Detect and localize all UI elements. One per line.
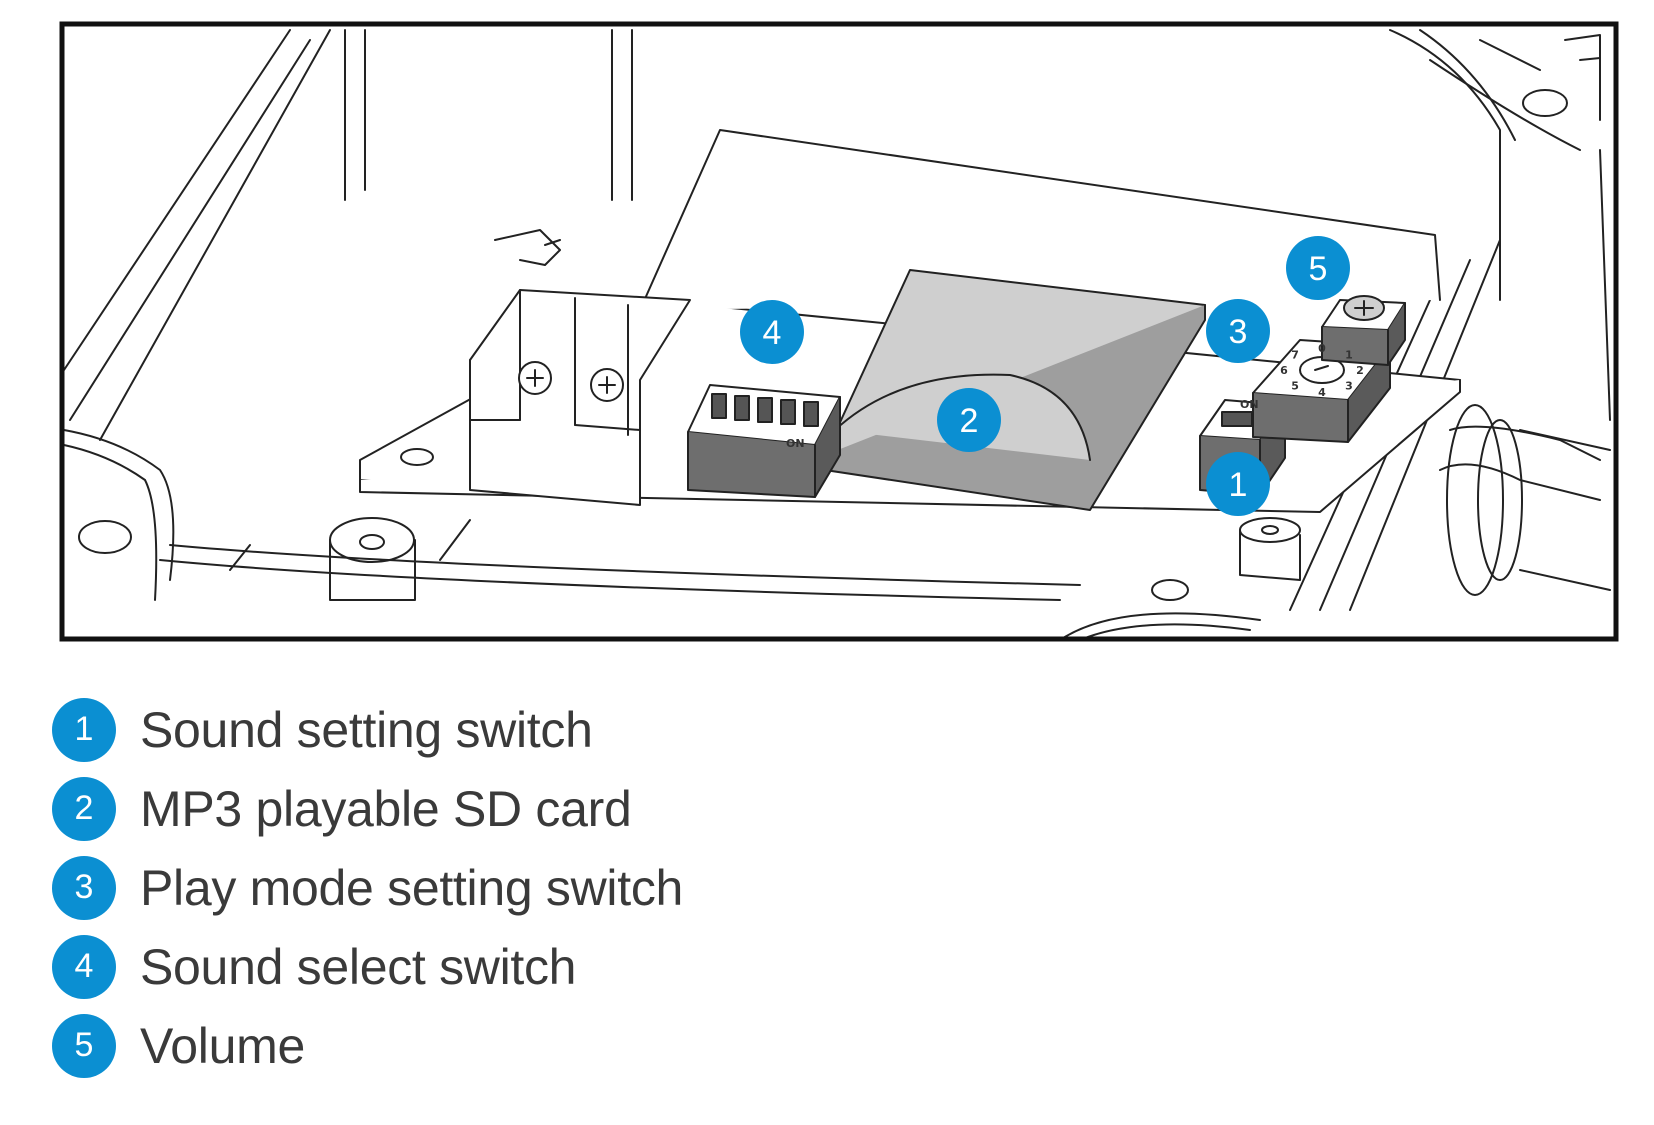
callout-badge-4: 4: [740, 300, 804, 364]
callout-badge-1: 1: [1206, 452, 1270, 516]
legend-badge: 5: [52, 1013, 116, 1078]
rotary-digit: 2: [1356, 364, 1364, 377]
terminal-block: [469, 229, 691, 506]
rotary-digit: 5: [1291, 380, 1299, 393]
dip1-on-marking: ON: [1240, 398, 1259, 411]
svg-text:4: 4: [763, 314, 782, 352]
dip-switch-sound-select: [687, 384, 841, 498]
legend-badge: 1: [52, 697, 116, 762]
legend-label: Sound select switch: [140, 938, 577, 995]
svg-text:5: 5: [1309, 250, 1328, 288]
diagram-frame: [59, 21, 1619, 642]
svg-text:1: 1: [1229, 466, 1248, 504]
legend-label: Play mode setting switch: [140, 859, 684, 916]
callout-badge-5: 5: [1286, 236, 1350, 300]
legend-item-2: 2 MP3 playable SD card: [52, 769, 683, 848]
svg-text:2: 2: [960, 402, 979, 440]
volume-potentiometer: [1321, 295, 1406, 366]
legend-label: Volume: [140, 1017, 305, 1074]
rotary-digit: 3: [1345, 380, 1353, 393]
dip-on-marking: ON: [786, 437, 805, 450]
rotary-digit: 6: [1280, 364, 1288, 377]
legend-badge: 3: [52, 855, 116, 920]
callout-badge-2: 2: [937, 388, 1001, 452]
rotary-digit: 7: [1291, 348, 1299, 361]
sd-card: [824, 269, 1206, 511]
legend-item-5: 5 Volume: [52, 1006, 683, 1085]
legend-label: Sound setting switch: [140, 701, 593, 758]
svg-text:3: 3: [1229, 313, 1248, 351]
callout-badge-3: 3: [1206, 299, 1270, 363]
pcb-standoff: [1239, 517, 1301, 581]
legend: 1 Sound setting switch 2 MP3 playable SD…: [52, 690, 683, 1085]
legend-item-4: 4 Sound select switch: [52, 927, 683, 1006]
rotary-digit: 1: [1345, 348, 1353, 361]
enclosure-body: [63, 29, 1611, 641]
legend-label: MP3 playable SD card: [140, 780, 632, 837]
legend-item-1: 1 Sound setting switch: [52, 690, 683, 769]
rotary-digit: 0: [1318, 342, 1326, 355]
rotary-digit: 4: [1318, 386, 1326, 399]
legend-badge: 4: [52, 934, 116, 999]
legend-item-3: 3 Play mode setting switch: [52, 848, 683, 927]
legend-badge: 2: [52, 776, 116, 841]
